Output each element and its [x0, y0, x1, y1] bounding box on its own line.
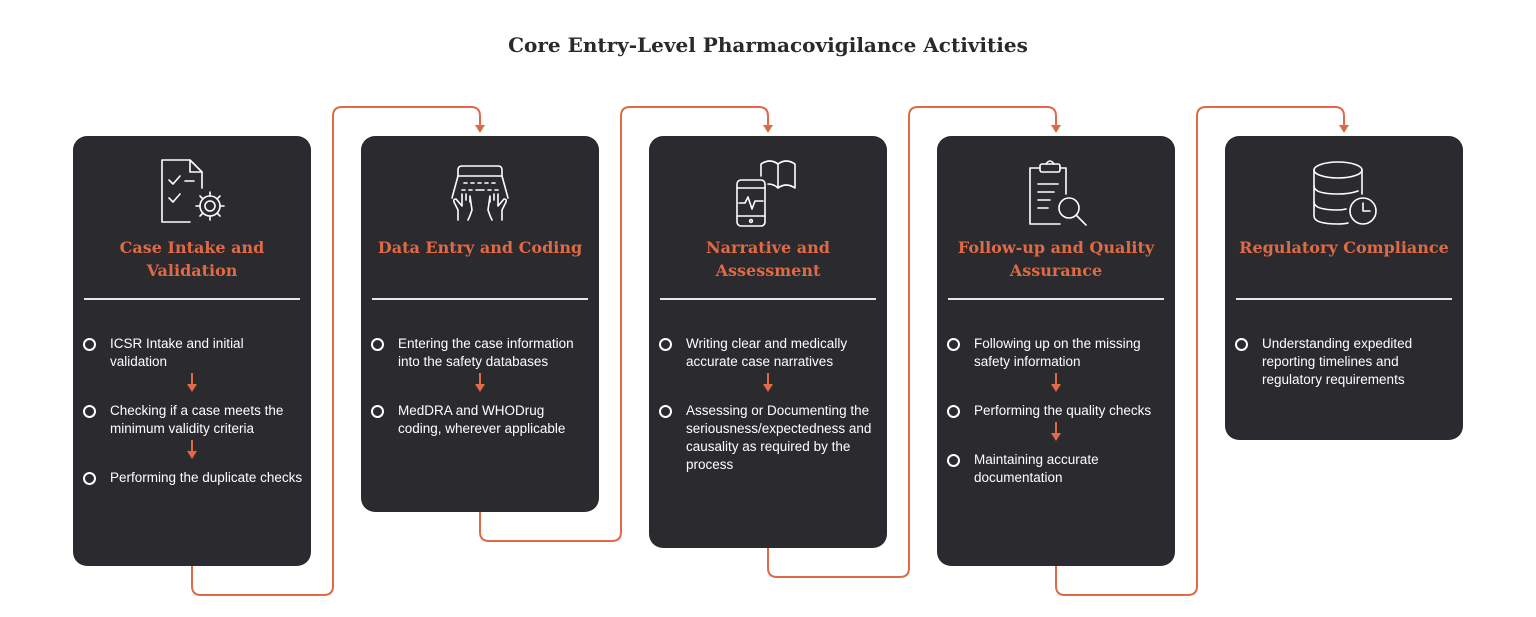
- step-card-follow-up: Follow-up and Quality Assurance Followin…: [937, 136, 1175, 566]
- step-heading: Regulatory Compliance: [1239, 238, 1449, 257]
- list-item-text: Performing the duplicate checks: [110, 470, 303, 485]
- divider: [948, 298, 1164, 300]
- circle-bullet-icon: [659, 338, 672, 351]
- step-card-data-entry: Data Entry and Coding Entering the case …: [361, 136, 599, 512]
- circle-bullet-icon: [947, 454, 960, 467]
- connector-3-4: [767, 106, 1057, 578]
- list-item: Entering the case information into the s…: [371, 335, 591, 371]
- circle-bullet-icon: [371, 338, 384, 351]
- list-item: Performing the quality checks: [947, 402, 1167, 420]
- down-arrow-icon: [187, 373, 197, 392]
- step-heading: Narrative and Assessment: [706, 238, 830, 280]
- list-item: Following up on the missing safety infor…: [947, 335, 1167, 371]
- step-card-narrative: Narrative and Assessment Writing clear a…: [649, 136, 887, 548]
- activity-list: Following up on the missing safety infor…: [947, 335, 1167, 487]
- list-item-text: Entering the case information into the s…: [398, 336, 574, 369]
- list-item: Writing clear and medically accurate cas…: [659, 335, 879, 371]
- connector-4-5: [1055, 106, 1345, 596]
- arrowhead: [475, 125, 485, 133]
- activity-list: Writing clear and medically accurate cas…: [659, 335, 879, 474]
- divider: [372, 298, 588, 300]
- connector-1-2: [191, 106, 481, 596]
- step-card-case-intake: Case Intake and Validation ICSR Intake a…: [73, 136, 311, 566]
- connector-2-3: [479, 106, 769, 542]
- circle-bullet-icon: [947, 405, 960, 418]
- arrowhead: [1051, 125, 1061, 133]
- arrowhead: [1339, 125, 1349, 133]
- circle-bullet-icon: [371, 405, 384, 418]
- activity-list: Entering the case information into the s…: [371, 335, 591, 438]
- list-item-text: Maintaining accurate documentation: [974, 452, 1099, 485]
- clipboard-search-icon: [1016, 154, 1096, 230]
- mobile-book-icon: [728, 154, 808, 230]
- list-item-text: Understanding expedited reporting timeli…: [1262, 336, 1413, 387]
- activity-list: Understanding expedited reporting timeli…: [1235, 335, 1455, 389]
- divider: [660, 298, 876, 300]
- list-item-text: ICSR Intake and initial validation: [110, 336, 244, 369]
- list-item-text: Assessing or Documenting the seriousness…: [686, 403, 872, 472]
- list-item: Maintaining accurate documentation: [947, 451, 1167, 487]
- diagram-title: Core Entry-Level Pharmacovigilance Activ…: [508, 33, 1028, 57]
- divider: [84, 298, 300, 300]
- list-item: Understanding expedited reporting timeli…: [1235, 335, 1455, 389]
- list-item-text: Performing the quality checks: [974, 403, 1152, 418]
- circle-bullet-icon: [1235, 338, 1248, 351]
- down-arrow-icon: [475, 373, 485, 392]
- step-heading: Data Entry and Coding: [377, 238, 583, 257]
- database-clock-icon: [1304, 154, 1384, 230]
- list-item-text: Following up on the missing safety infor…: [974, 336, 1141, 369]
- list-item: ICSR Intake and initial validation: [83, 335, 303, 371]
- list-item: Assessing or Documenting the seriousness…: [659, 402, 879, 474]
- circle-bullet-icon: [83, 405, 96, 418]
- list-item-text: Writing clear and medically accurate cas…: [686, 336, 848, 369]
- checklist-gear-icon: [152, 154, 232, 230]
- list-item-text: Checking if a case meets the minimum val…: [110, 403, 284, 436]
- down-arrow-icon: [187, 440, 197, 459]
- list-item-text: MedDRA and WHODrug coding, wherever appl…: [398, 403, 566, 436]
- list-item: Checking if a case meets the minimum val…: [83, 402, 303, 438]
- circle-bullet-icon: [83, 472, 96, 485]
- step-heading: Case Intake and Validation: [119, 238, 265, 280]
- down-arrow-icon: [1051, 422, 1061, 441]
- list-item: MedDRA and WHODrug coding, wherever appl…: [371, 402, 591, 438]
- circle-bullet-icon: [947, 338, 960, 351]
- step-card-regulatory: Regulatory Compliance Understanding expe…: [1225, 136, 1463, 440]
- step-heading: Follow-up and Quality Assurance: [957, 238, 1155, 280]
- divider: [1236, 298, 1452, 300]
- list-item: Performing the duplicate checks: [83, 469, 303, 487]
- circle-bullet-icon: [659, 405, 672, 418]
- down-arrow-icon: [1051, 373, 1061, 392]
- keyboard-hands-icon: [440, 154, 520, 230]
- circle-bullet-icon: [83, 338, 96, 351]
- activity-list: ICSR Intake and initial validation Check…: [83, 335, 303, 487]
- arrowhead: [763, 125, 773, 133]
- down-arrow-icon: [763, 373, 773, 392]
